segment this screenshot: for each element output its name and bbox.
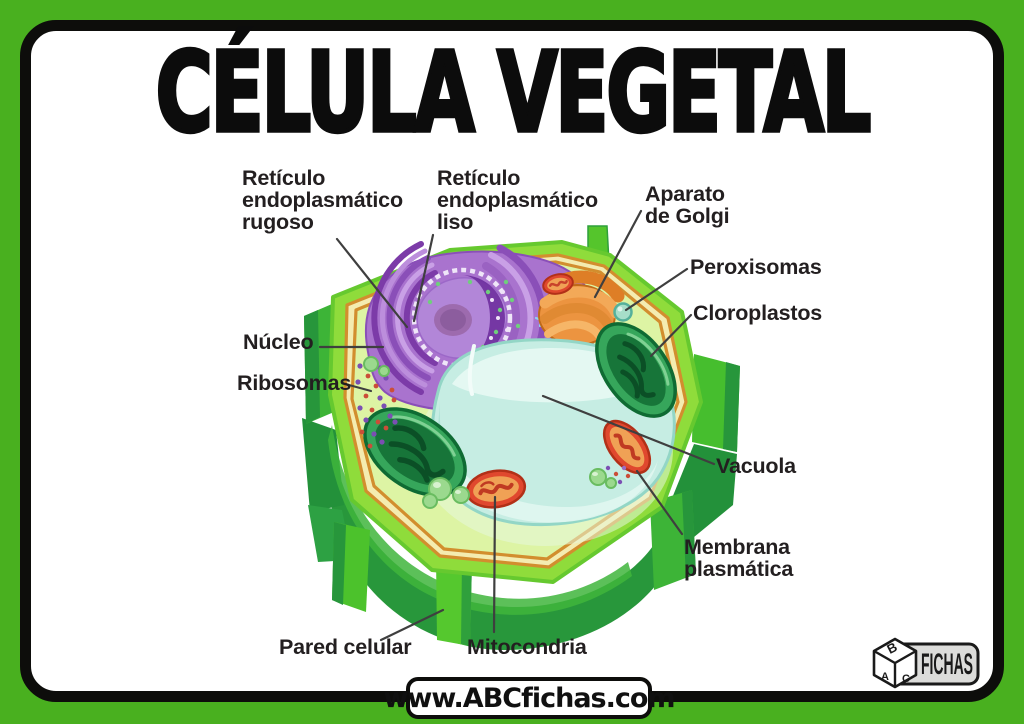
envelope-dots [489,290,509,340]
website-url: www.ABCfichas.com [383,682,675,714]
page-title-text: CÉLULA VEGETAL [154,25,873,158]
cube-letter-a: A [881,671,889,683]
leader-cloroplastos [649,313,693,358]
label-nucleo: Núcleo [243,330,314,354]
abcfichas-logo: B A C FICHAS [872,637,980,689]
leader-reticulo-liso [412,233,435,323]
leader-mitocondria [492,495,497,634]
chloroplast-left [363,407,467,497]
label-mitocondria: Mitocondria [467,635,587,659]
label-reticulo-rugoso: Retículo endoplasmático rugoso [242,166,403,234]
mitochondrion-top [542,273,574,295]
label-aparato-golgi: Aparato de Golgi [645,182,730,228]
leader-peroxisomas [624,267,689,312]
vesicles [363,356,617,509]
mitochondrion-right [602,419,652,475]
leader-reticulo-rugoso [335,237,409,329]
leader-aparato-golgi [593,209,643,299]
label-peroxisomas: Peroxisomas [690,255,822,279]
page-title: CÉLULA VEGETAL [0,25,1024,158]
peroxisome [613,302,633,322]
label-cloroplastos: Cloroplastos [693,301,823,325]
leader-membrana [635,469,684,536]
nuclear-envelope-dark [462,275,505,361]
website-banner: www.ABCfichas.com [383,677,676,719]
label-ribosomas: Ribosomas [237,371,352,395]
nucleus [411,267,513,369]
label-pared-celular: Pared celular [279,635,412,659]
mitochondrion-bottom [465,469,527,509]
cube-letter-c: C [902,673,910,685]
leader-ribosomas [347,383,373,393]
leader-vacuola [541,394,716,466]
chloroplast-right [595,322,677,418]
label-vacuola: Vacuola [716,454,796,478]
leader-lines [318,209,716,642]
logo-brand-text: FICHAS [921,647,973,681]
leader-pared-celular [379,608,445,642]
label-membrana-plasmatica: Membrana plasmática [684,535,794,581]
abc-cube-icon: B A C [872,637,918,689]
label-reticulo-liso: Retículo endoplasmático liso [437,166,598,234]
